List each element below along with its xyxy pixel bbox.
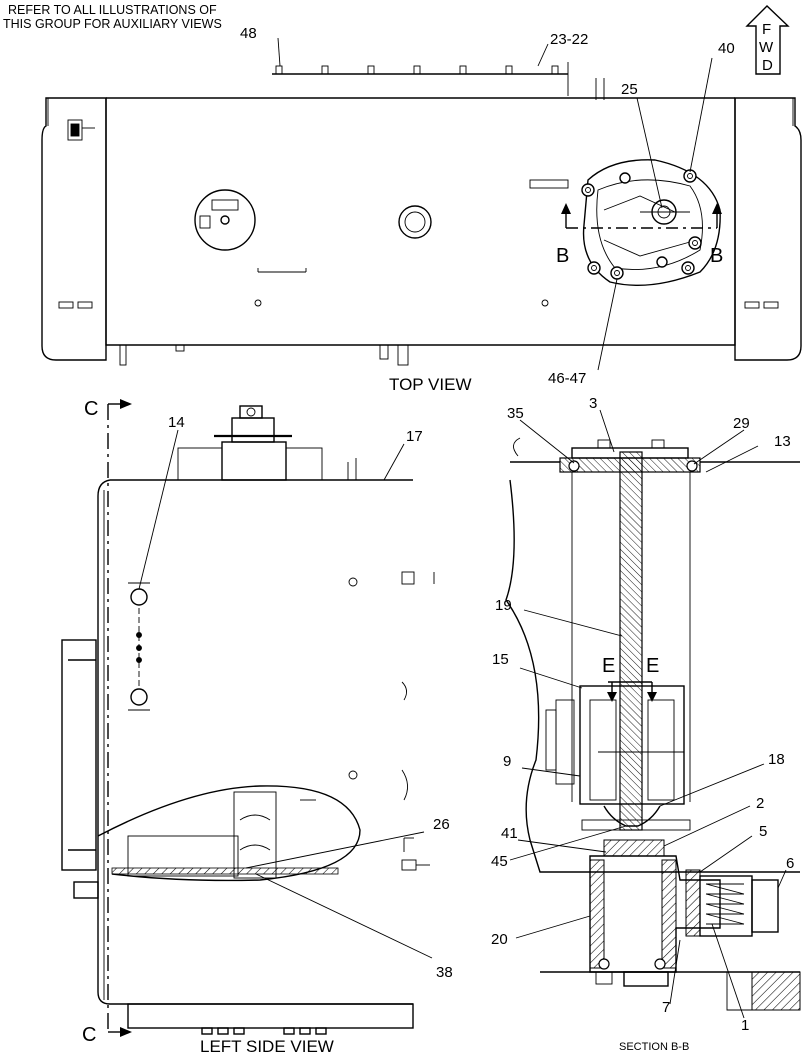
callout-29: 29	[733, 415, 750, 432]
callout-35: 35	[507, 405, 524, 422]
callout-19: 19	[495, 597, 512, 614]
section-marker-b-left: B	[556, 245, 569, 267]
fwd-letter-w: W	[759, 39, 774, 56]
callout-1: 1	[741, 1017, 749, 1034]
top-view-caption: TOP VIEW	[389, 375, 472, 394]
forward-arrow-icon: F W D	[745, 5, 790, 75]
section-marker-e-right: E	[646, 655, 659, 677]
callout-3: 3	[589, 395, 597, 412]
note-line-1: REFER TO ALL ILLUSTRATIONS OF	[8, 3, 217, 17]
callout-48: 48	[240, 25, 257, 42]
callout-18: 18	[768, 751, 785, 768]
callout-17: 17	[406, 428, 423, 445]
callout-45: 45	[491, 853, 508, 870]
callout-9: 9	[503, 753, 511, 770]
callout-7: 7	[662, 999, 670, 1016]
section-marker-c-top: C	[84, 398, 98, 420]
section-marker-b-right: B	[710, 245, 723, 267]
callout-25: 25	[621, 81, 638, 98]
callout-46-47: 46-47	[548, 370, 586, 387]
callout-20: 20	[491, 931, 508, 948]
callout-14: 14	[168, 414, 185, 431]
callout-6: 6	[786, 855, 794, 872]
pump-flange	[581, 159, 721, 286]
callout-38: 38	[436, 964, 453, 981]
callout-2: 2	[756, 795, 764, 812]
section-marker-c-bottom: C	[82, 1024, 96, 1046]
callout-23-22: 23-22	[550, 31, 588, 48]
section-bb-view	[505, 409, 801, 1019]
callout-26: 26	[433, 816, 450, 833]
section-bb-caption: SECTION B-B	[619, 1041, 689, 1053]
callout-5: 5	[759, 823, 767, 840]
callout-15: 15	[492, 651, 509, 668]
fwd-letter-d: D	[762, 57, 773, 74]
top-view	[41, 37, 802, 371]
fwd-letter-f: F	[762, 21, 771, 38]
callout-40: 40	[718, 40, 735, 57]
section-marker-e-left: E	[602, 655, 615, 677]
left-side-view	[61, 399, 435, 1037]
left-side-view-caption: LEFT SIDE VIEW	[200, 1037, 334, 1056]
note-line-2: THIS GROUP FOR AUXILIARY VIEWS	[3, 17, 222, 31]
callout-13: 13	[774, 433, 791, 450]
callout-41: 41	[501, 825, 518, 842]
